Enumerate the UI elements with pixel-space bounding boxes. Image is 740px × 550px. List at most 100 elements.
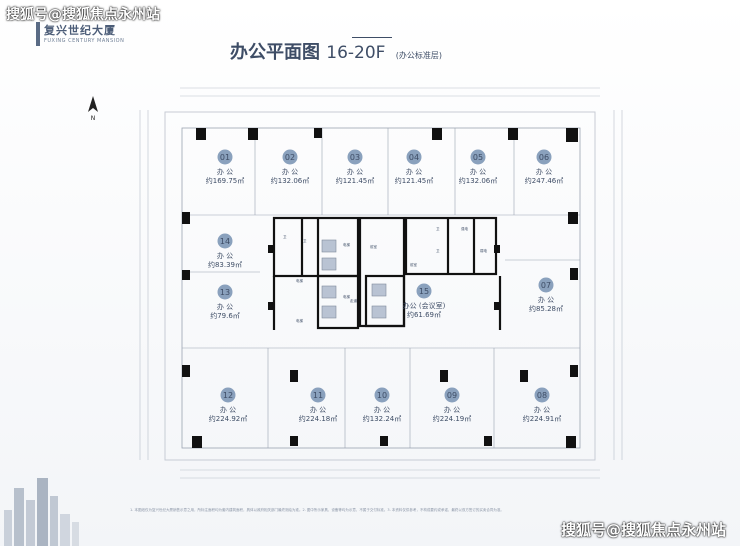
unit-number: 13	[220, 288, 230, 297]
unit-type: 办 公	[374, 405, 390, 414]
unit-area: 约224.19㎡	[433, 414, 472, 423]
brand-logo: 复兴世纪大厦 FUXING CENTURY MANSION	[36, 20, 126, 50]
unit-number: 10	[377, 391, 387, 400]
unit-area: 约132.24㎡	[363, 414, 402, 423]
unit-type: 办 公	[220, 405, 236, 414]
core-label: 电梯	[343, 242, 351, 247]
core-label: 卫	[303, 239, 307, 243]
unit-area: 约121.45㎡	[395, 176, 434, 185]
north-arrow-icon: N	[86, 96, 100, 122]
core-label: 电梯	[296, 278, 304, 283]
unit-type: 办 公	[217, 302, 233, 311]
core-label: 强电	[461, 226, 469, 231]
unit-bubble	[534, 387, 550, 403]
unit-area: 约247.46㎡	[525, 176, 564, 185]
unit-bubble	[536, 149, 552, 165]
footer-disclaimer: 1. 本图纸仅为复兴世纪大厦销售示意之用，所标注面积均为套内建筑面积，具体以政府…	[130, 508, 504, 512]
unit-number: 12	[223, 391, 233, 400]
unit-area: 约132.06㎡	[271, 176, 310, 185]
elevator-cars	[321, 239, 387, 319]
logo-name: 复兴世纪大厦	[44, 24, 116, 37]
unit-area: 约61.69㎡	[407, 310, 441, 319]
core-label: 卫	[436, 249, 440, 253]
structural-columns	[182, 128, 578, 448]
unit-type: 办 公	[534, 405, 550, 414]
unit-area: 约83.39㎡	[208, 260, 242, 269]
core-label: 卫	[436, 227, 440, 231]
page-title: 办公平面图 16-20F (办公标准层)	[230, 38, 442, 64]
unit-area: 约85.28㎡	[529, 304, 563, 313]
unit-bubble	[220, 387, 236, 403]
unit-area: 约169.75㎡	[206, 176, 245, 185]
unit-area: 约224.92㎡	[209, 414, 248, 423]
unit-number: 08	[537, 391, 547, 400]
core-label: 前室	[410, 262, 418, 267]
core-label: 弱电	[480, 248, 488, 253]
unit-number: 04	[409, 153, 419, 162]
city-skyline-image	[0, 470, 80, 546]
unit-bubble	[217, 233, 233, 249]
unit-number: 11	[313, 391, 323, 400]
title-rule	[352, 37, 392, 38]
unit-type: 办 公	[444, 405, 460, 414]
unit-area: 约132.06㎡	[459, 176, 498, 185]
unit-type: 办 公	[347, 167, 363, 176]
core-walls	[272, 216, 502, 330]
unit-type: 办 公	[217, 251, 233, 260]
unit-bubble	[347, 149, 363, 165]
unit-area: 约121.45㎡	[336, 176, 375, 185]
core-label: 电梯	[343, 294, 351, 299]
core-label: 前室	[370, 244, 378, 249]
watermark-bottom: 搜狐号@搜狐焦点永州站	[560, 521, 726, 539]
unit-type: 办公 (会议室)	[403, 301, 446, 310]
unit-number: 06	[539, 153, 549, 162]
unit-type: 办 公	[310, 405, 326, 414]
logo-subtitle: FUXING CENTURY MANSION	[44, 38, 125, 44]
logo-mark	[36, 22, 40, 46]
unit-15: 15 办公 (会议室)约61.69㎡	[403, 283, 446, 319]
unit-bubble	[470, 149, 486, 165]
unit-bubble	[374, 387, 390, 403]
title-note: (办公标准层)	[395, 51, 442, 60]
unit-type: 办 公	[538, 295, 554, 304]
core-room-labels: 卫 卫 电梯 电梯 前室 走道 卫 卫 前室 强电 弱电 电梯 电梯	[283, 226, 488, 323]
watermark-top: 搜狐号@搜狐焦点永州站	[6, 7, 160, 23]
unit-number: 01	[220, 153, 230, 162]
unit-number: 05	[473, 153, 483, 162]
unit-area: 约79.6㎡	[210, 311, 240, 320]
unit-area: 约224.18㎡	[299, 414, 338, 423]
unit-number: 15	[419, 287, 429, 296]
unit-bubble	[444, 387, 460, 403]
unit-type: 办 公	[217, 167, 233, 176]
unit-type: 办 公	[536, 167, 552, 176]
title-main: 办公平面图	[230, 42, 320, 63]
unit-type: 办 公	[282, 167, 298, 176]
unit-bubble	[217, 284, 233, 300]
unit-area: 约224.91㎡	[523, 414, 562, 423]
unit-number: 14	[220, 237, 230, 246]
unit-type: 办 公	[406, 167, 422, 176]
unit-bubble	[217, 149, 233, 165]
unit-bubble	[282, 149, 298, 165]
core-label: 电梯	[296, 318, 304, 323]
unit-bubble	[416, 283, 432, 299]
unit-number: 07	[541, 281, 551, 290]
title-floors: 16-20F	[326, 43, 386, 63]
unit-type: 办 公	[470, 167, 486, 176]
